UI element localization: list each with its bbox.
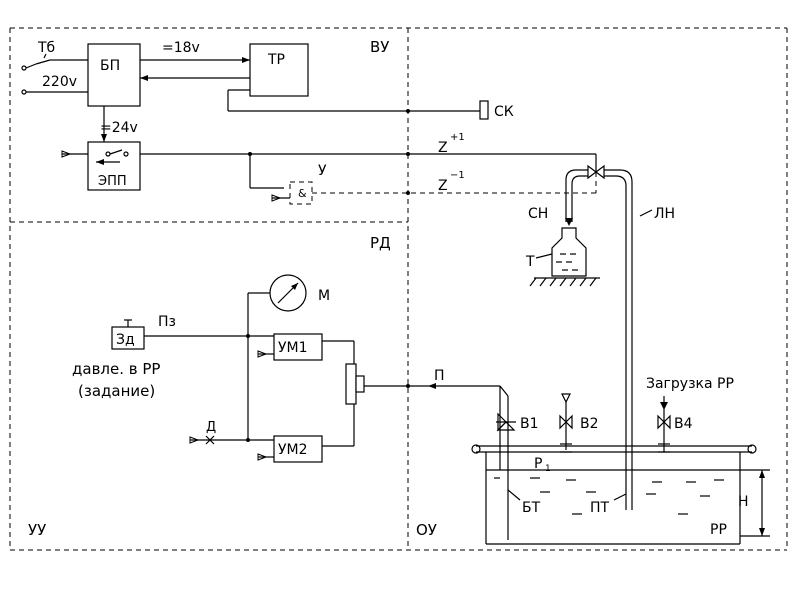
valve-b2 <box>559 393 573 453</box>
label-loading: Загрузка РР <box>646 376 734 392</box>
rd-wiring <box>144 292 274 445</box>
label-220v: 220v <box>42 74 77 90</box>
pressure-label-2: (задание) <box>78 382 155 400</box>
region-frames <box>9 27 788 551</box>
block-um1 <box>273 333 323 361</box>
label-z-plus: Z <box>438 140 448 156</box>
valve-b4 <box>657 396 671 453</box>
tank-pp <box>471 444 770 545</box>
label-t: Т <box>525 254 535 270</box>
label-z-minus: Z <box>438 178 448 194</box>
label-pz: Пз <box>158 314 176 330</box>
label-b2: В2 <box>580 416 599 432</box>
u-symbol: & <box>298 187 307 200</box>
label-d: Д <box>206 420 216 435</box>
block-zd-label: Зд <box>116 332 135 348</box>
vessel-t <box>529 227 600 287</box>
pipe-sn <box>565 169 588 226</box>
label-b1: В1 <box>520 416 539 432</box>
valve-b1 <box>496 412 516 432</box>
region-label-uu: УУ <box>28 521 46 539</box>
pressure-label-1: давле. в РР <box>72 360 160 378</box>
block-epp <box>87 141 141 191</box>
label-m: М <box>318 288 330 304</box>
epp-switch-symbol <box>96 149 129 165</box>
region-label-ou: ОУ <box>416 521 437 539</box>
label-sn: СН <box>528 206 548 222</box>
block-um2-label: УМ2 <box>278 442 308 458</box>
label-u: У <box>318 163 327 179</box>
label-h: Н <box>738 494 749 510</box>
label-z-plus-exp: +1 <box>450 132 465 143</box>
label-tb: Тб <box>37 40 55 56</box>
block-sk <box>479 100 489 120</box>
t-piece <box>322 340 500 447</box>
label-24v: =24v <box>100 120 138 136</box>
label-p1-sub: 1 <box>545 464 551 474</box>
block-um2 <box>273 435 323 463</box>
label-b4: В4 <box>674 416 693 432</box>
top-valve <box>587 154 605 193</box>
label-ln: ЛН <box>654 206 675 222</box>
pipe-ln <box>604 169 633 510</box>
region-label-vu: ВУ <box>370 38 389 56</box>
block-u <box>289 181 313 205</box>
manometer <box>269 274 307 312</box>
label-p1: Р <box>534 456 542 472</box>
block-um1-label: УМ1 <box>278 340 308 356</box>
label-bt: БТ <box>522 500 541 516</box>
block-tr-label: ТР <box>267 52 285 68</box>
bp-tr-wiring <box>140 57 480 113</box>
mains-input <box>21 53 88 95</box>
label-18v: =18v <box>162 40 200 56</box>
region-label-rd: РД <box>370 234 391 252</box>
arrow-bp-epp <box>101 134 107 142</box>
arrow-in-epp <box>61 150 72 158</box>
label-z-minus-exp: −1 <box>450 170 465 181</box>
label-p: П <box>434 368 445 384</box>
block-tr <box>249 43 309 97</box>
label-pt: ПТ <box>590 500 610 516</box>
block-epp-label: ЭПП <box>98 174 127 189</box>
label-sk: СК <box>494 104 514 120</box>
block-bp-label: БП <box>100 58 120 74</box>
block-bp <box>87 43 141 107</box>
label-pp: РР <box>710 522 727 538</box>
